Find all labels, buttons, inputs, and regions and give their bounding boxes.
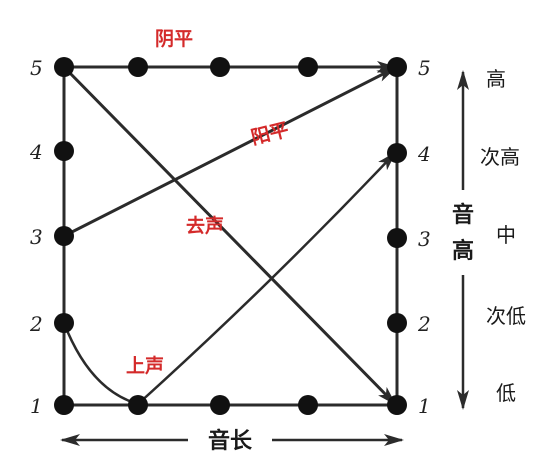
- dot-bottom-c: [298, 395, 318, 415]
- dot-left-3: [54, 226, 74, 246]
- tone-label-shangsheng: 上声: [126, 354, 164, 377]
- right-number-1: 1: [418, 394, 431, 418]
- dot-right-1: [387, 395, 407, 415]
- dot-right-5: [387, 57, 407, 77]
- pitch-level-mid-low: 次低: [486, 304, 526, 328]
- pitch-level-mid-high: 次高: [480, 145, 520, 169]
- tone-label-qusheng: 去声: [186, 214, 224, 237]
- pitch-axis-label-top: 音: [452, 202, 474, 228]
- dot-right-3: [387, 228, 407, 248]
- pitch-level-mid: 中: [496, 223, 516, 247]
- dot-left-2: [54, 313, 74, 333]
- tone-label-yinping: 阴平: [155, 28, 193, 50]
- dot-right-2: [387, 313, 407, 333]
- dot-top-c: [298, 57, 318, 77]
- left-number-3: 3: [30, 225, 43, 249]
- dot-top-a: [128, 57, 148, 77]
- dot-top-b: [210, 57, 230, 77]
- right-number-5: 5: [418, 56, 431, 80]
- tone-label-yangping: 阳平: [249, 119, 291, 150]
- duration-axis-label: 音长: [208, 428, 253, 454]
- pitch-axis-label-bottom: 高: [452, 238, 474, 264]
- pitch-level-high: 高: [486, 67, 506, 91]
- dot-left-1: [54, 395, 74, 415]
- shangsheng-contour: [62, 151, 397, 406]
- pitch-level-low: 低: [496, 381, 516, 405]
- dot-left-4: [54, 141, 74, 161]
- dot-right-4: [387, 143, 407, 163]
- left-number-2: 2: [29, 312, 43, 336]
- left-number-1: 1: [30, 394, 43, 418]
- scale-dots: [54, 57, 407, 415]
- right-number-4: 4: [417, 142, 431, 166]
- dot-left-5: [54, 57, 74, 77]
- dot-bottom-b: [210, 395, 230, 415]
- right-number-3: 3: [418, 227, 431, 251]
- qusheng-contour: [62, 65, 397, 406]
- yangping-contour: [63, 66, 397, 238]
- right-number-2: 2: [417, 312, 431, 336]
- dot-bottom-a: [128, 395, 148, 415]
- left-number-4: 4: [29, 140, 43, 164]
- left-number-5: 5: [30, 56, 43, 80]
